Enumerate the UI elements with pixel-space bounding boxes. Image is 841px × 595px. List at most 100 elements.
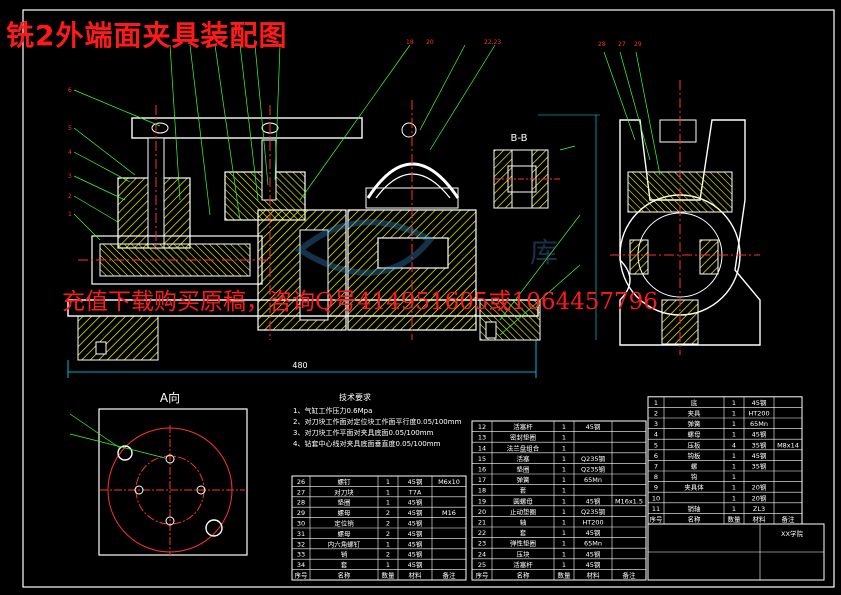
table-header-cell: 材料: [753, 515, 767, 524]
table-header-cell: 序号: [650, 515, 664, 524]
view-a-label: A向: [160, 390, 180, 405]
table-cell: 套: [520, 528, 527, 537]
table-cell: 20: [478, 508, 486, 516]
svg-text:6: 6: [68, 87, 72, 94]
table-cell: 15: [478, 455, 486, 463]
dimension-480: 480: [67, 340, 537, 378]
table-cell: 弹簧: [688, 419, 702, 428]
table-cell: 对刀块: [334, 487, 354, 496]
table-cell: 17: [478, 476, 486, 484]
svg-text:4: 4: [68, 149, 72, 156]
table-cell: 1: [562, 540, 566, 548]
table-cell: 1: [386, 488, 390, 496]
table-cell: ZL3: [753, 505, 765, 513]
section-b-b-label: B-B: [511, 133, 528, 144]
table-cell: 5: [654, 441, 658, 449]
table-cell: 10: [652, 494, 660, 502]
table-cell: 垫圈: [338, 498, 351, 507]
table-cell: HT200: [748, 410, 769, 418]
table-cell: 1: [562, 434, 566, 442]
table-header-cell: 数量: [382, 571, 396, 580]
table-cell: 活塞杆: [513, 422, 533, 431]
tech-req-heading: 技术要求: [339, 392, 371, 402]
table-cell: 2: [386, 530, 390, 538]
table-cell: 2: [386, 551, 390, 559]
table-cell: 1: [562, 519, 566, 527]
table-cell: 钩: [691, 472, 698, 481]
table-cell: 1: [562, 508, 566, 516]
table-cell: 20钢: [752, 494, 767, 502]
side-view: [603, 51, 761, 355]
table-cell: 20钢: [752, 484, 767, 492]
svg-text:27: 27: [618, 41, 626, 48]
table-cell: 45钢: [586, 550, 601, 558]
table-cell: M16: [442, 509, 456, 517]
table-cell: 27: [297, 488, 305, 496]
table-cell: 21: [478, 519, 486, 527]
table-cell: 1: [732, 463, 736, 471]
table-cell: 1: [562, 497, 566, 505]
table-cell: 18: [478, 487, 486, 495]
table-cell: 轴: [520, 518, 527, 527]
table-cell: 活塞杆: [513, 560, 533, 569]
table-cell: 31: [297, 530, 305, 538]
table-cell: 1: [386, 499, 390, 507]
table-cell: 16: [478, 466, 486, 474]
table-cell: 65Mn: [584, 540, 602, 548]
table-cell: 1: [562, 476, 566, 484]
table-cell: 钩板: [688, 451, 702, 460]
table-cell: M8x14: [777, 441, 799, 449]
table-cell: 弹性垫圈: [510, 539, 536, 548]
table-header-cell: 材料: [587, 571, 601, 580]
table-cell: 6: [654, 452, 658, 460]
table-cell: 45钢: [408, 540, 423, 548]
table-cell: 23: [478, 540, 486, 548]
table-cell: 1: [562, 529, 566, 537]
table-cell: 45钢: [586, 497, 601, 505]
table-cell: 压块: [517, 549, 531, 558]
tech-req-line-1: 1、气缸工作压力0.6Mpa: [293, 406, 372, 415]
table-cell: 19: [478, 497, 486, 505]
table-cell: 1: [732, 473, 736, 481]
table-cell: 内六角螺钉: [328, 539, 361, 548]
table-cell: 25: [478, 561, 486, 569]
table-cell: 13: [478, 434, 486, 442]
svg-text:22,23: 22,23: [484, 39, 501, 46]
table-cell: 螺钉: [338, 477, 352, 486]
table-cell: 1: [732, 494, 736, 502]
svg-text:20: 20: [426, 39, 434, 46]
table-cell: 销轴: [688, 504, 702, 513]
table-cell: 1: [562, 444, 566, 452]
tech-req-line-3: 3、对刀块工作平面对夹具底面0.05/100mm: [293, 428, 434, 437]
table-cell: 1: [562, 466, 566, 474]
table-cell: 弹簧: [517, 475, 531, 484]
table-cell: 35钢: [752, 463, 767, 471]
svg-text:库: 库: [530, 236, 558, 269]
drawing-title: 铣2外端面夹具装配图: [6, 19, 288, 52]
table-cell: 45钢: [752, 452, 767, 460]
table-cell: 螺母: [688, 430, 702, 439]
table-cell: 11: [652, 505, 660, 513]
table-cell: 28: [297, 499, 305, 507]
table-cell: 1: [562, 550, 566, 558]
table-cell: 螺母: [338, 508, 352, 517]
table-cell: Q235钢: [581, 508, 606, 516]
table-cell: 夹具: [688, 409, 702, 418]
table-cell: 45钢: [408, 551, 423, 559]
table-cell: 29: [297, 509, 305, 517]
table-cell: M16x1.5: [615, 497, 643, 505]
svg-text:3: 3: [68, 173, 72, 180]
table-header-cell: 数量: [558, 571, 572, 580]
table-cell: 3: [654, 420, 658, 428]
table-cell: 1: [562, 487, 566, 495]
table-cell: 销: [341, 550, 348, 559]
table-header-cell: 材料: [409, 571, 423, 580]
table-cell: 定位销: [334, 519, 354, 528]
table-header-cell: 备注: [782, 515, 796, 524]
table-cell: 8: [654, 473, 658, 481]
table-header-cell: 名称: [688, 515, 702, 524]
